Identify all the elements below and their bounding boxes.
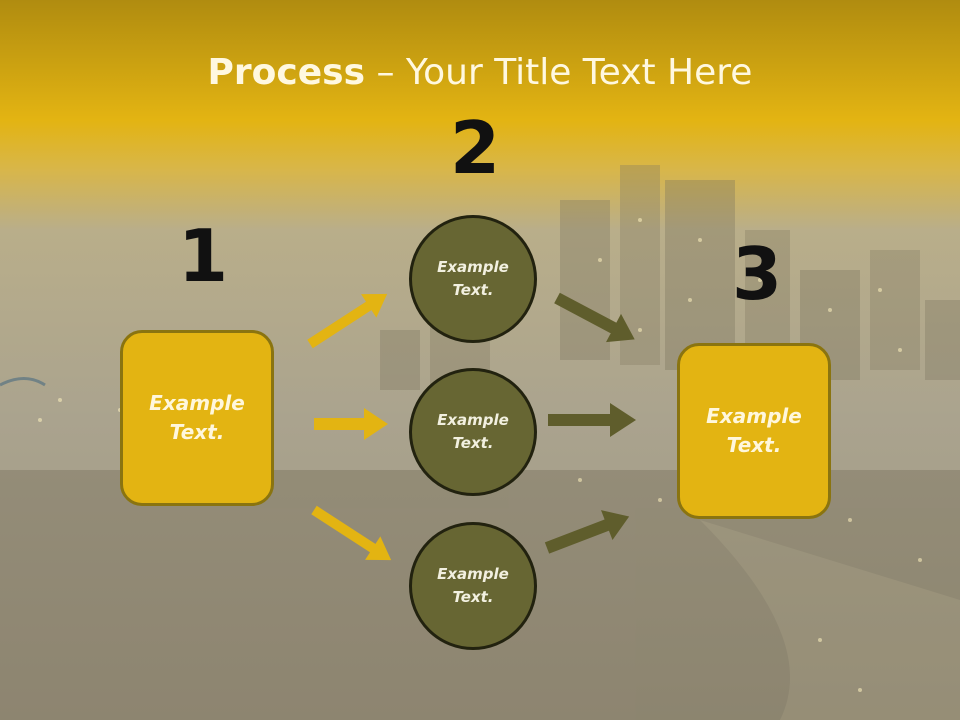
step-3-box: Example Text. — [677, 343, 831, 519]
title-bold: Process — [207, 52, 366, 93]
title-rest: – Your Title Text Here — [365, 52, 753, 93]
step-3-text: Example Text. — [706, 404, 802, 457]
step-1-box: Example Text. — [120, 330, 274, 506]
arrow-1-to-top — [307, 293, 388, 349]
arrow-1-to-middle — [314, 408, 388, 440]
step-2-circle-middle: Example Text. — [409, 368, 537, 496]
arrow-1-to-bottom — [311, 505, 392, 561]
step-number-2: 2 — [450, 106, 501, 190]
arrow-top-to-3 — [554, 292, 635, 343]
step-2-circle-bottom: Example Text. — [409, 522, 537, 650]
step-number-1: 1 — [178, 214, 229, 298]
step-2-circle-top-text: Example Text. — [437, 258, 509, 299]
arrow-middle-to-3 — [548, 403, 636, 437]
step-2-circle-middle-text: Example Text. — [437, 411, 509, 452]
step-2-circle-bottom-text: Example Text. — [437, 565, 509, 606]
slide-title: Process – Your Title Text Here — [0, 52, 960, 93]
arrow-bottom-to-3 — [544, 510, 630, 554]
step-number-3: 3 — [732, 232, 783, 316]
step-1-text: Example Text. — [149, 391, 245, 444]
step-2-circle-top: Example Text. — [409, 215, 537, 343]
